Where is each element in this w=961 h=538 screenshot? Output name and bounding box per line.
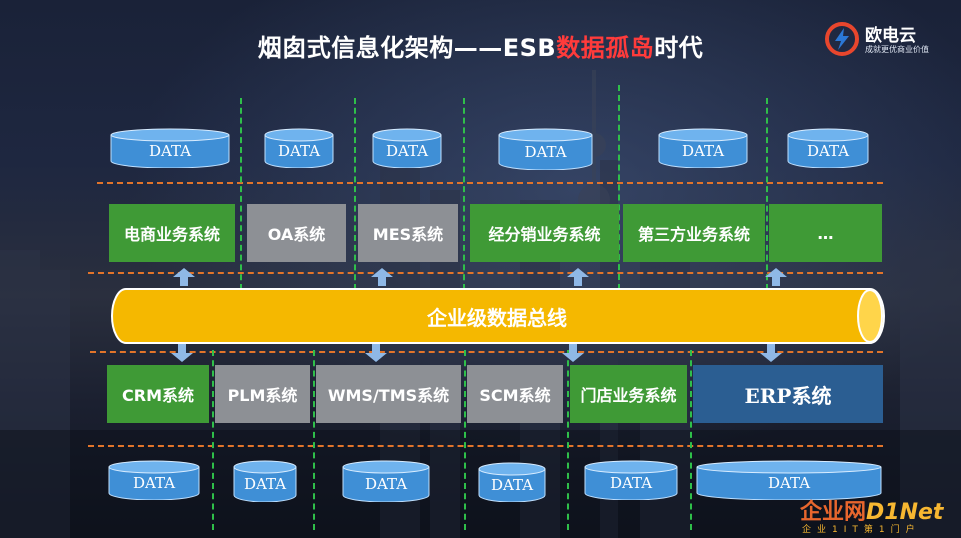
database-cylinder: DATA xyxy=(110,128,230,169)
green-divider-line xyxy=(618,85,620,290)
green-divider-line xyxy=(766,98,768,290)
arrow-up-icon xyxy=(173,268,195,286)
green-divider-line xyxy=(240,98,242,290)
database-icon xyxy=(233,460,297,503)
bottom-system-box: ERP系统 xyxy=(693,365,883,423)
arrow-up-icon xyxy=(567,268,589,286)
arrow-up-icon xyxy=(371,268,393,286)
database-cylinder: DATA xyxy=(108,460,200,501)
database-icon xyxy=(108,460,200,501)
database-label: DATA xyxy=(524,142,567,161)
green-divider-line xyxy=(313,350,315,530)
database-icon xyxy=(696,460,882,501)
top-system-box: … xyxy=(769,204,882,262)
top-system-box: MES系统 xyxy=(358,204,458,262)
brand-slogan: 成就更优商业价值 xyxy=(865,45,929,54)
database-label: DATA xyxy=(243,474,287,493)
database-icon xyxy=(658,128,748,169)
database-cylinder: DATA xyxy=(787,128,869,169)
bottom-system-box: CRM系统 xyxy=(107,365,209,423)
lightning-circle-icon xyxy=(825,22,859,56)
database-label: DATA xyxy=(364,474,408,493)
database-icon xyxy=(478,462,546,503)
orange-divider-line xyxy=(97,182,883,184)
top-system-box: 经分销业务系统 xyxy=(470,204,619,262)
database-icon xyxy=(584,460,678,501)
bottom-system-box: WMS/TMS系统 xyxy=(316,365,461,423)
page-title: 烟囱式信息化架构——ESB数据孤岛时代 xyxy=(0,28,961,63)
watermark-sub: 企业1IT第1门户 xyxy=(802,525,921,535)
green-divider-line xyxy=(567,350,569,530)
title-highlight: 数据孤岛 xyxy=(556,34,655,62)
bottom-system-box: 门店业务系统 xyxy=(570,365,687,423)
database-cylinder: DATA xyxy=(498,128,593,171)
enterprise-bus-pipe xyxy=(111,288,885,344)
green-divider-line xyxy=(464,350,466,530)
green-divider-line xyxy=(212,350,214,530)
database-label: DATA xyxy=(681,141,725,160)
top-system-box: 电商业务系统 xyxy=(109,204,235,262)
arrow-down-icon xyxy=(760,344,782,362)
database-label: DATA xyxy=(277,141,321,160)
database-label: DATA xyxy=(148,141,192,160)
database-label: DATA xyxy=(767,473,811,492)
database-cylinder: DATA xyxy=(233,460,297,503)
database-label: DATA xyxy=(806,141,850,160)
top-system-box: 第三方业务系统 xyxy=(623,204,765,262)
brand-logo: 欧电云 成就更优商业价值 xyxy=(825,18,955,62)
green-divider-line xyxy=(463,98,465,290)
watermark: 企业网D1Net 企业1IT第1门户 xyxy=(800,494,960,538)
arrow-down-icon xyxy=(562,344,584,362)
database-cylinder: DATA xyxy=(658,128,748,169)
database-cylinder: DATA xyxy=(478,462,546,503)
database-cylinder: DATA xyxy=(584,460,678,501)
database-cylinder: DATA xyxy=(696,460,882,501)
watermark-main-en: D1Net xyxy=(866,500,944,525)
green-divider-line xyxy=(354,98,356,290)
database-cylinder: DATA xyxy=(264,128,334,169)
orange-divider-line xyxy=(88,272,883,274)
top-system-box: OA系统 xyxy=(247,204,346,262)
watermark-main: 企业网D1Net xyxy=(800,494,943,526)
database-cylinder: DATA xyxy=(342,460,430,503)
orange-divider-line xyxy=(90,351,883,353)
title-prefix: 烟囱式信息化架构——ESB xyxy=(257,34,557,62)
arrow-down-icon xyxy=(365,344,387,362)
arrow-down-icon xyxy=(171,344,193,362)
database-label: DATA xyxy=(609,473,653,492)
database-label: DATA xyxy=(385,141,429,160)
database-label: DATA xyxy=(490,475,534,494)
database-label: DATA xyxy=(132,473,176,492)
title-suffix: 时代 xyxy=(654,34,704,62)
watermark-main-cn: 企业网 xyxy=(800,500,867,525)
database-icon xyxy=(342,460,430,503)
orange-divider-line xyxy=(88,445,883,447)
arrow-up-icon xyxy=(765,268,787,286)
brand-name: 欧电云 xyxy=(865,26,916,46)
green-divider-line xyxy=(690,350,692,530)
database-icon xyxy=(498,128,593,171)
bottom-system-box: SCM系统 xyxy=(467,365,563,423)
bottom-system-box: PLM系统 xyxy=(215,365,310,423)
bus-label: 企业级数据总线 xyxy=(427,305,567,330)
database-cylinder: DATA xyxy=(372,128,442,169)
database-icon xyxy=(110,128,230,169)
database-icon xyxy=(787,128,869,169)
